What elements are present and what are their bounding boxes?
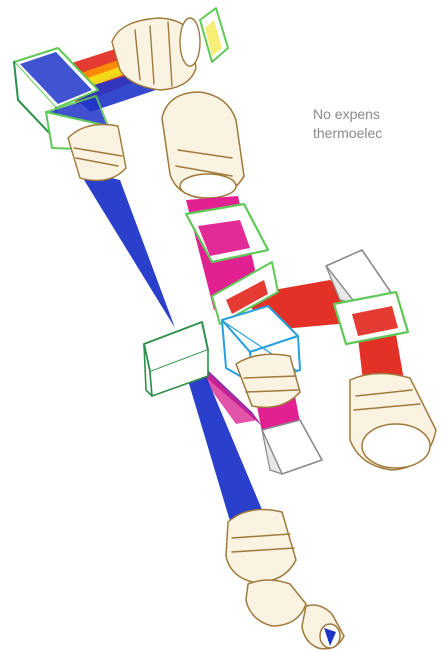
caption-line-1: No expens xyxy=(313,104,380,124)
lower-center-lens-icon xyxy=(236,354,300,407)
bottom-prism-icon xyxy=(262,420,322,474)
bottom-objective-lens-icon xyxy=(226,510,344,649)
caption-line-2: thermoelec xyxy=(313,123,382,143)
blue-cone-beam-upper xyxy=(78,170,175,328)
right-objective-lens-icon xyxy=(350,373,436,470)
top-right-mirror-mount-icon xyxy=(200,8,228,62)
center-objective-lens-icon xyxy=(162,92,244,198)
upper-objective-lens-icon xyxy=(68,125,126,181)
center-green-mount-icon xyxy=(186,204,268,262)
